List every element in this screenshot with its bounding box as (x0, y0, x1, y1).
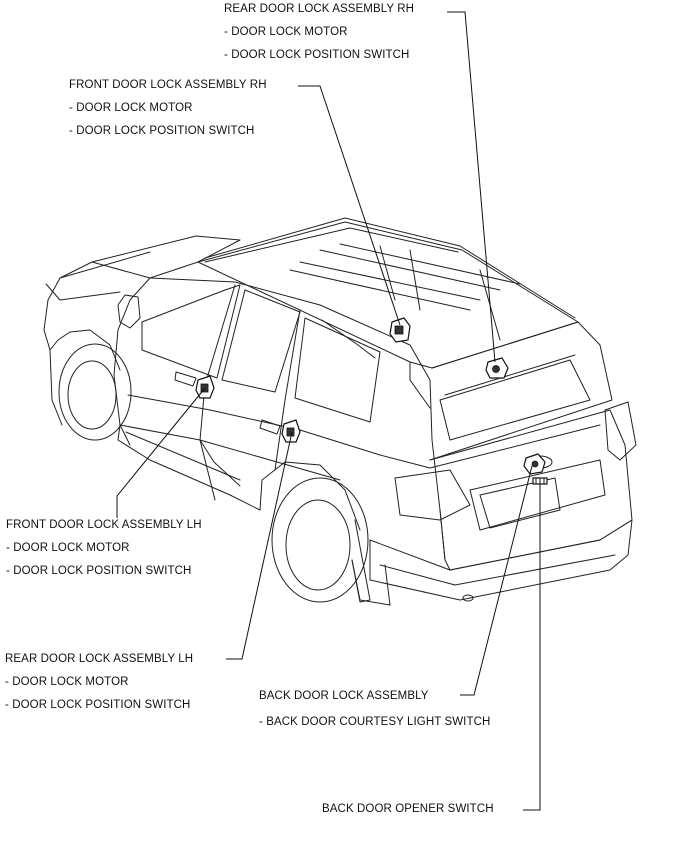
rear-door-lock-lh-part (281, 419, 301, 443)
label-front-door-lock-lh: FRONT DOOR LOCK ASSEMBLY LH - DOOR LOCK … (6, 514, 202, 583)
label-sub: - DOOR LOCK POSITION SWITCH (5, 699, 191, 711)
label-sub: - DOOR LOCK MOTOR (6, 542, 130, 554)
leader-rear-rh (447, 11, 496, 363)
front-door-lock-rh-part (389, 317, 411, 343)
label-title: REAR DOOR LOCK ASSEMBLY LH (5, 653, 194, 665)
label-sub: - DOOR LOCK MOTOR (69, 102, 193, 114)
label-rear-door-lock-lh: REAR DOOR LOCK ASSEMBLY LH - DOOR LOCK M… (5, 648, 193, 717)
label-title: BACK DOOR LOCK ASSEMBLY (259, 690, 429, 702)
label-rear-door-lock-rh: REAR DOOR LOCK ASSEMBLY RH - DOOR LOCK M… (224, 0, 414, 67)
leader-front-rh (298, 85, 401, 326)
front-door-lock-lh-part (195, 375, 215, 399)
label-sub: - DOOR LOCK POSITION SWITCH (69, 125, 255, 137)
label-sub: - DOOR LOCK MOTOR (224, 26, 348, 38)
leader-front-lh (116, 387, 206, 518)
leader-back-door (460, 465, 533, 696)
label-title: FRONT DOOR LOCK ASSEMBLY LH (6, 519, 202, 531)
label-sub: - DOOR LOCK POSITION SWITCH (224, 49, 410, 61)
label-back-door-lock: BACK DOOR LOCK ASSEMBLY - BACK DOOR COUR… (259, 683, 490, 735)
label-sub: - DOOR LOCK POSITION SWITCH (6, 565, 192, 577)
leader-rear-lh (226, 431, 293, 660)
label-front-door-lock-rh: FRONT DOOR LOCK ASSEMBLY RH - DOOR LOCK … (69, 74, 267, 143)
label-title: REAR DOOR LOCK ASSEMBLY RH (224, 3, 415, 15)
label-sub: - BACK DOOR COURTESY LIGHT SWITCH (259, 716, 491, 728)
rear-door-lock-rh-part (485, 357, 509, 379)
leader-opener (523, 484, 541, 811)
label-title: FRONT DOOR LOCK ASSEMBLY RH (69, 79, 267, 91)
back-door-lock-part (523, 453, 546, 475)
label-back-door-opener: BACK DOOR OPENER SWITCH (322, 798, 494, 821)
label-title: BACK DOOR OPENER SWITCH (322, 803, 494, 815)
back-door-opener-part (532, 477, 548, 485)
suv-outline (43, 217, 637, 606)
label-sub: - DOOR LOCK MOTOR (5, 676, 129, 688)
